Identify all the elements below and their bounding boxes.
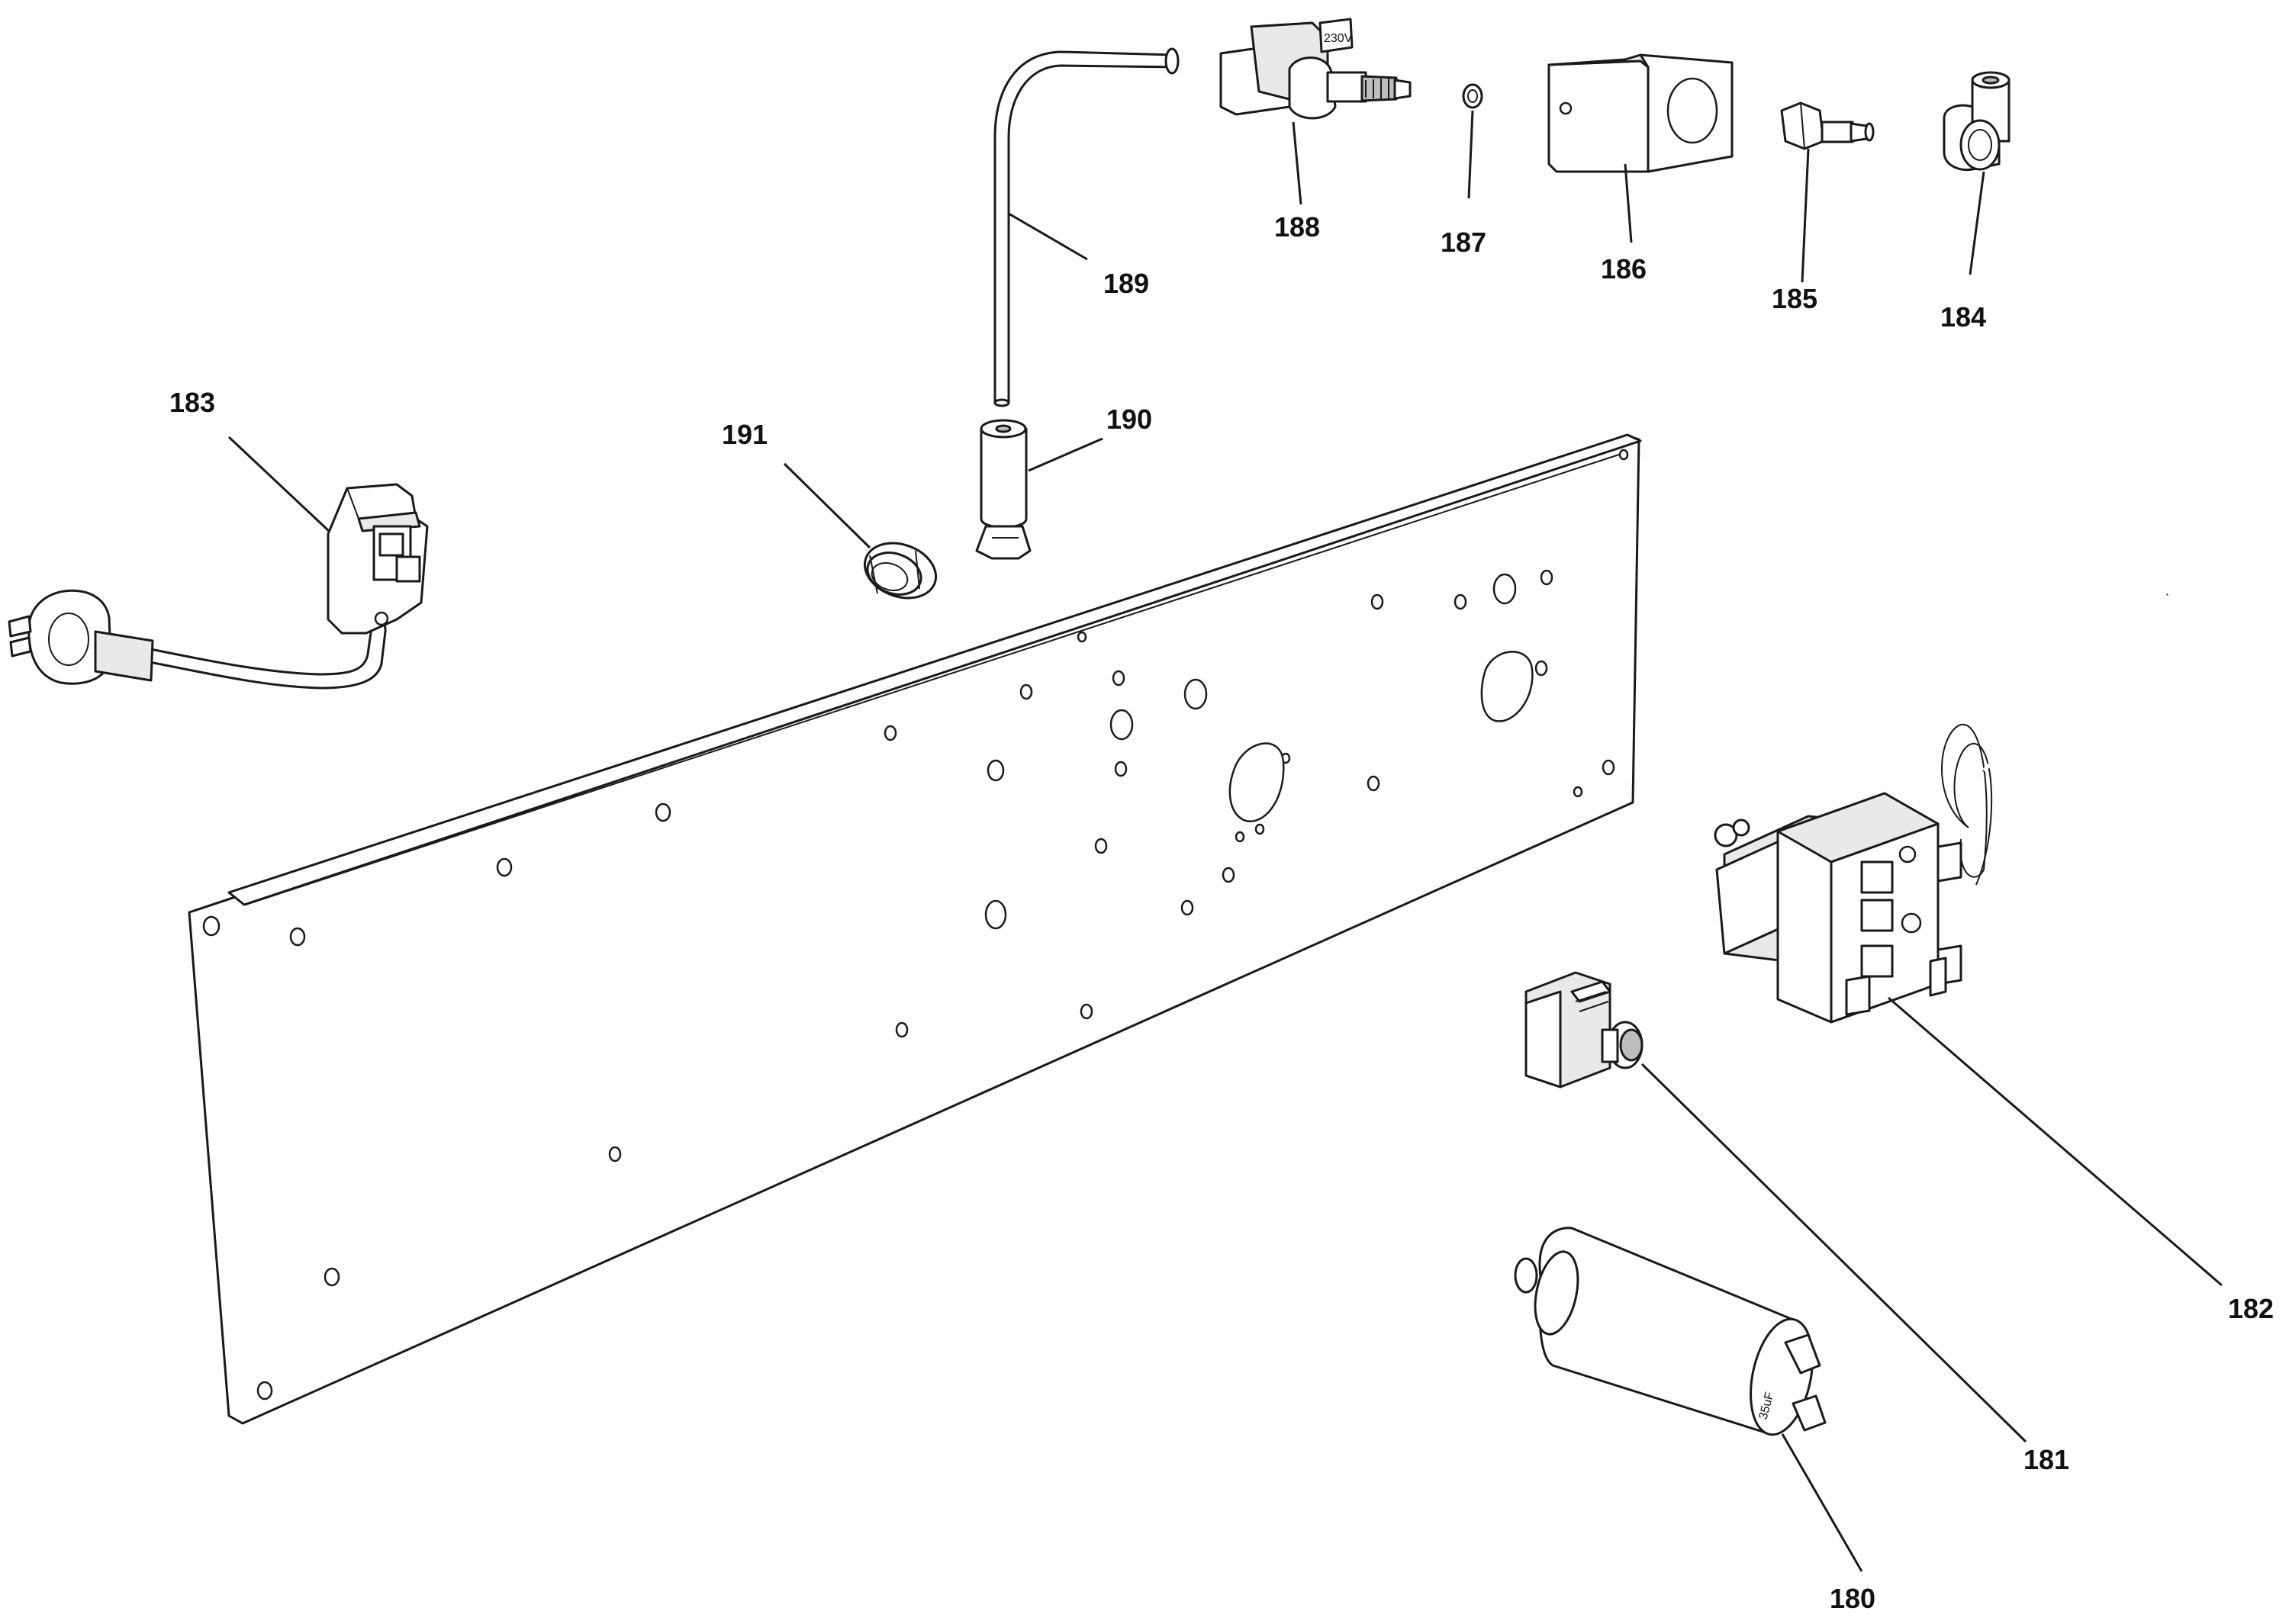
thermostat-182 (1714, 593, 2168, 1024)
leader-183 (227, 436, 331, 533)
power-cord-183 (8, 589, 387, 690)
leader-187 (1467, 110, 1474, 199)
washer-187 (1462, 83, 1483, 109)
fitting-185 (1780, 101, 1875, 150)
leader-182 (1888, 996, 2223, 1287)
callout-187: 187 (1441, 227, 1486, 258)
elbow-184 (1943, 71, 2011, 172)
callout-183: 183 (169, 387, 215, 418)
plate-holes (202, 449, 1629, 1400)
callout-181: 181 (2023, 1444, 2069, 1475)
callout-182: 182 (2228, 1293, 2274, 1324)
leader-190 (1028, 437, 1103, 472)
leader-181 (1640, 1063, 2027, 1443)
callout-184: 184 (1940, 301, 1986, 333)
grommet-191 (863, 542, 938, 600)
callout-185: 185 (1772, 283, 1817, 314)
valve-marking: 230V (1324, 32, 1353, 45)
callout-186: 186 (1601, 253, 1647, 285)
leader-lines (227, 110, 2223, 1572)
bracket-186 (1547, 53, 1734, 173)
leader-180 (1781, 1433, 1863, 1572)
callout-191: 191 (722, 419, 768, 450)
callout-180: 180 (1830, 1583, 1875, 1614)
leader-184 (1969, 171, 1985, 275)
leader-189 (1008, 212, 1088, 261)
callout-190: 190 (1106, 404, 1152, 435)
mounting-plate (188, 433, 1642, 1425)
callout-labels: 180 181 182 183 184 185 186 187 188 189 … (169, 211, 2274, 1614)
switch-181 (1524, 971, 1644, 1089)
tube-189 (993, 47, 1180, 407)
leader-188 (1292, 121, 1302, 205)
capacitor-180: 35uF (1514, 1227, 1827, 1436)
callout-188: 188 (1274, 211, 1320, 243)
callout-189: 189 (1103, 268, 1149, 299)
leader-185 (1801, 148, 1810, 283)
filter-190 (975, 419, 1032, 560)
leader-186 (1624, 163, 1633, 243)
leader-191 (783, 462, 871, 549)
solenoid-valve-188: 230V (1219, 18, 1412, 120)
power-socket-183 (327, 483, 429, 635)
